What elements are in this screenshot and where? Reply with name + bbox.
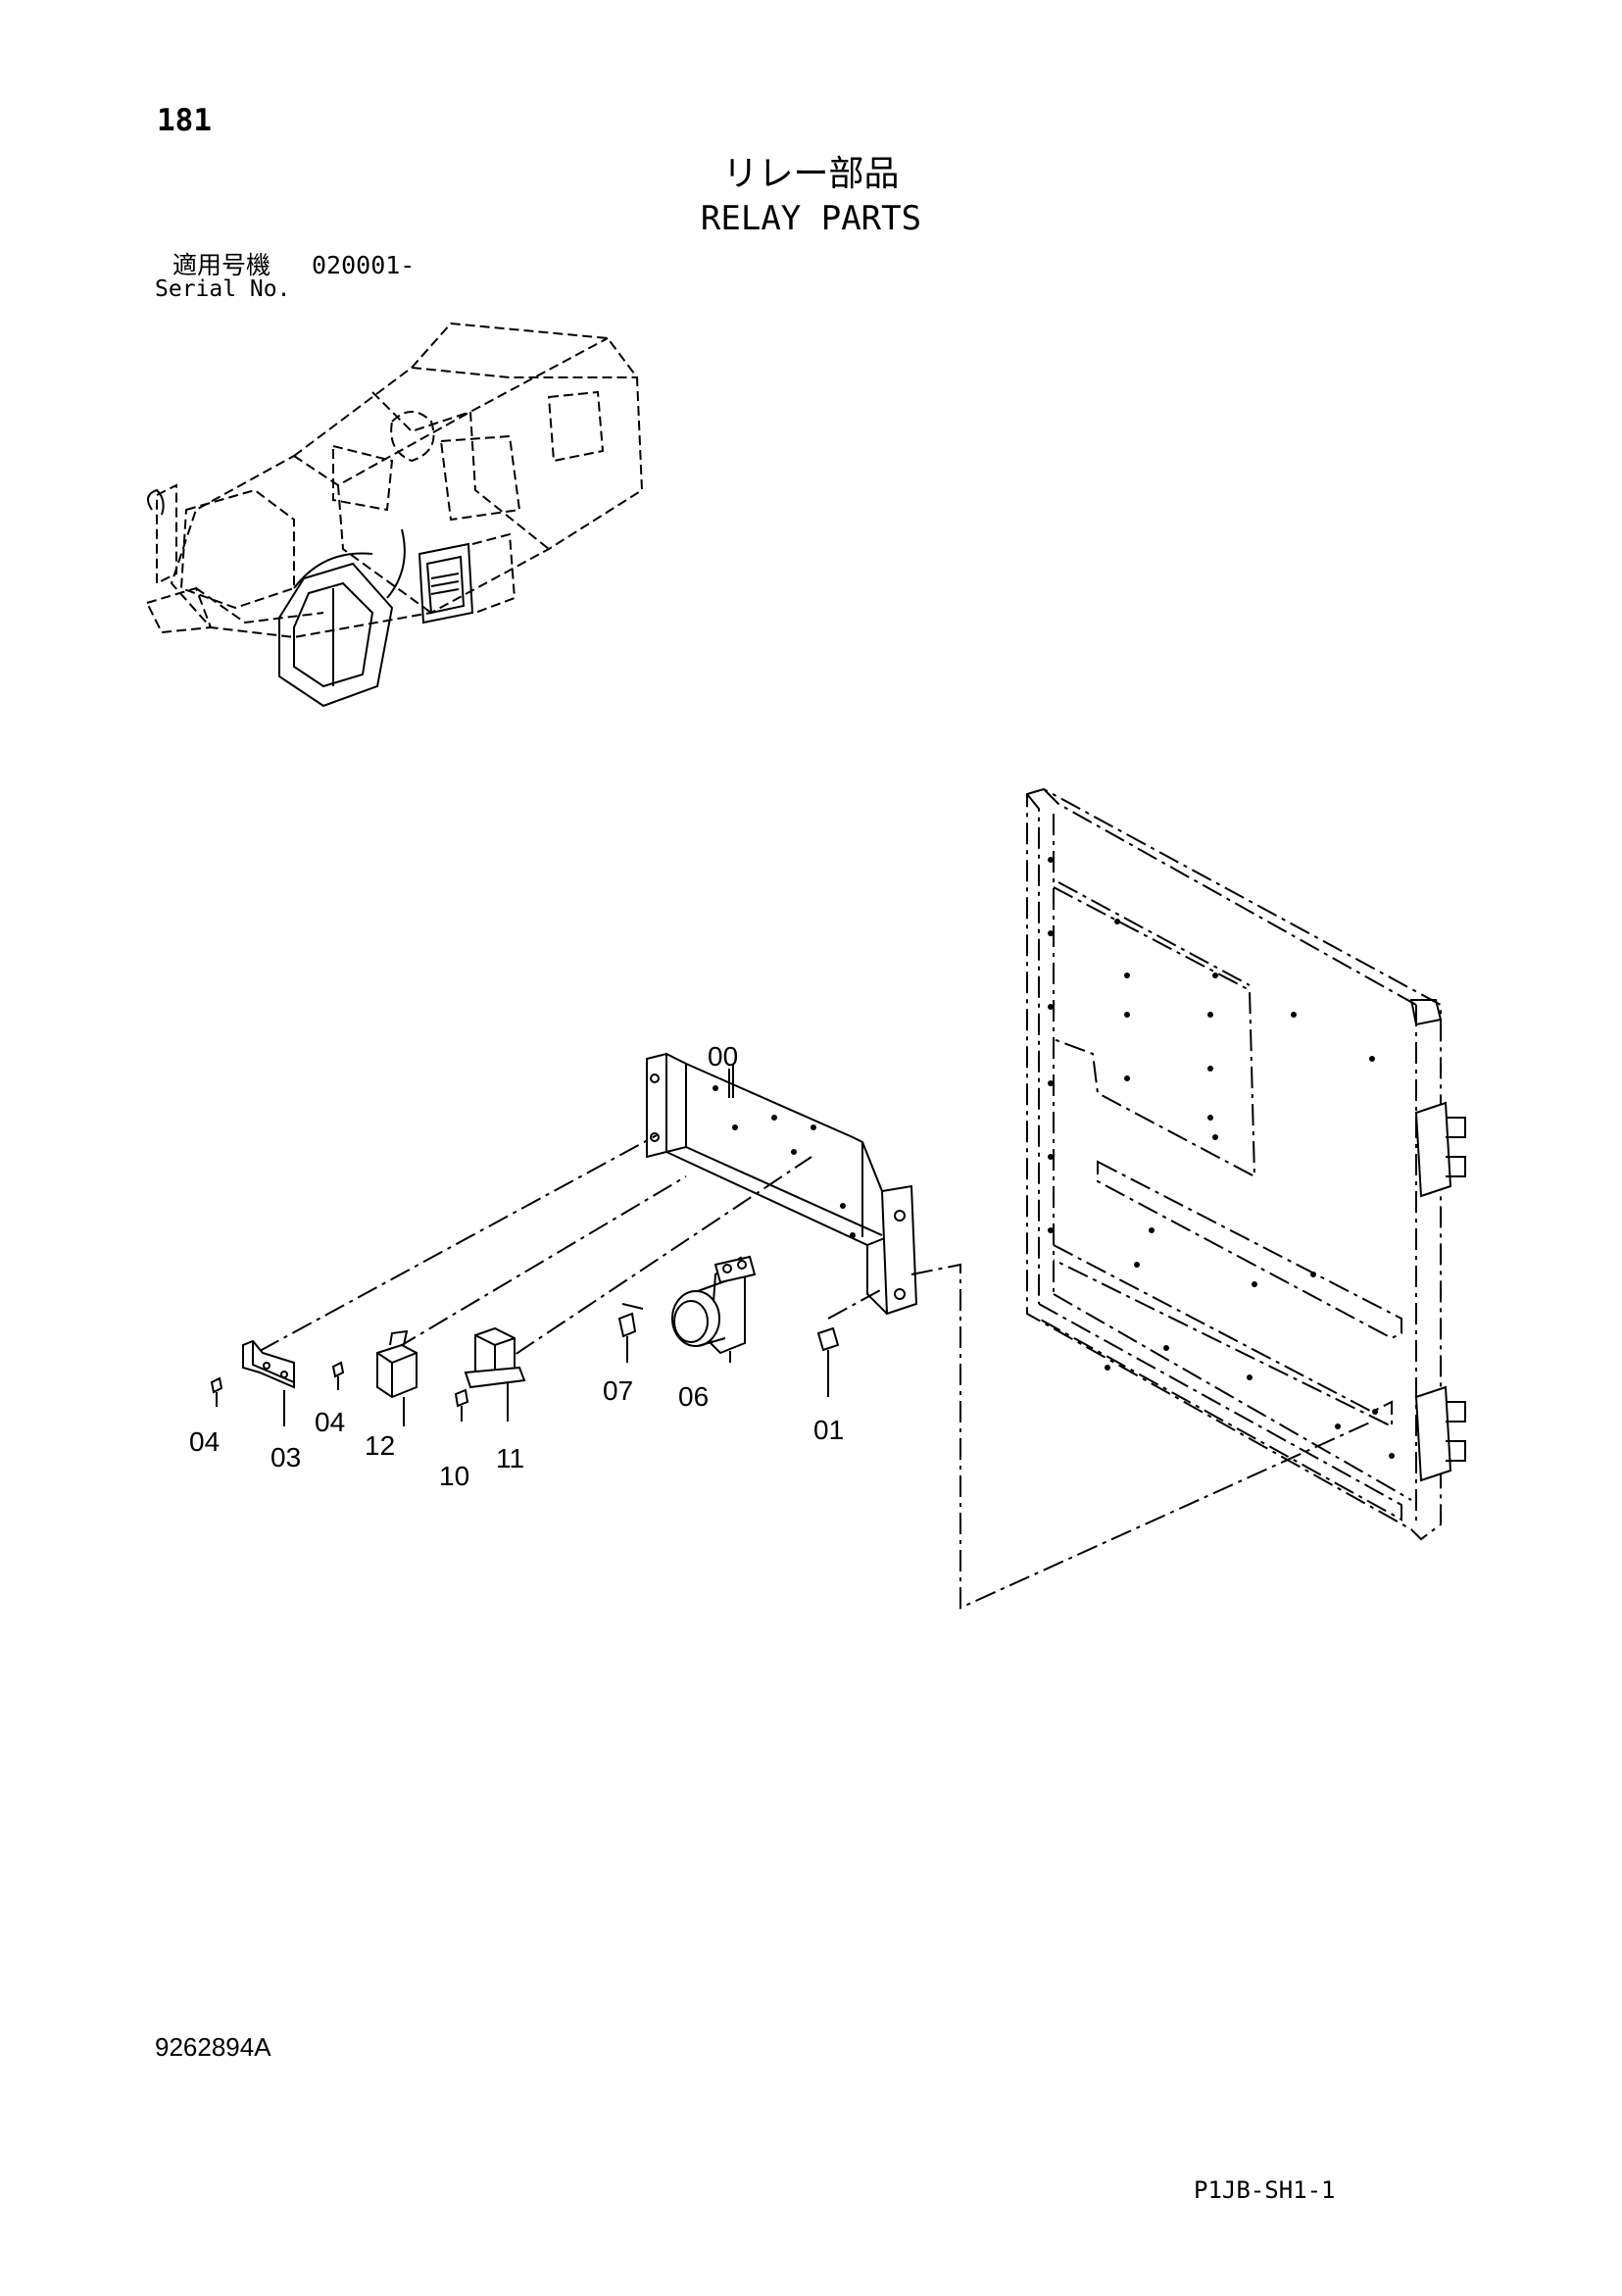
callout-11: 11 [496, 1443, 524, 1473]
part-12-relay [376, 1329, 418, 1426]
callout-06: 06 [678, 1381, 709, 1412]
part-04-screw-right [331, 1361, 345, 1390]
part-07-bolt [617, 1312, 637, 1363]
page-number: 181 [157, 103, 212, 138]
callout-03: 03 [270, 1442, 301, 1472]
part-04-screw-left [210, 1376, 223, 1407]
serial-label-english: Serial No. [155, 276, 291, 302]
part-10-screw [454, 1388, 469, 1422]
callout-04-left: 04 [189, 1426, 220, 1457]
callout-00: 00 [708, 1041, 738, 1072]
callout-12: 12 [365, 1430, 395, 1461]
title-english: RELAY PARTS [700, 199, 922, 238]
serial-value: 020001- [312, 251, 416, 279]
callout-01: 01 [813, 1415, 844, 1445]
relay-bracket [646, 1052, 918, 1316]
sheet-code: P1JB-SH1-1 [1194, 2176, 1336, 2204]
part-01-bolt [816, 1326, 840, 1397]
callout-04-right: 04 [315, 1407, 345, 1437]
serial-label-japanese: 適用号機 [172, 251, 271, 279]
drawing-number: 9262894A [155, 2032, 271, 2062]
callout-07: 07 [603, 1375, 633, 1406]
part-03-bracket [242, 1339, 295, 1426]
machine-overview-illustration [145, 322, 644, 708]
callout-10: 10 [439, 1461, 469, 1491]
frame-panel [1026, 787, 1466, 1541]
part-06-main-relay [671, 1255, 757, 1363]
title-japanese: リレー部品 [722, 154, 900, 194]
part-11-relay [464, 1326, 526, 1422]
